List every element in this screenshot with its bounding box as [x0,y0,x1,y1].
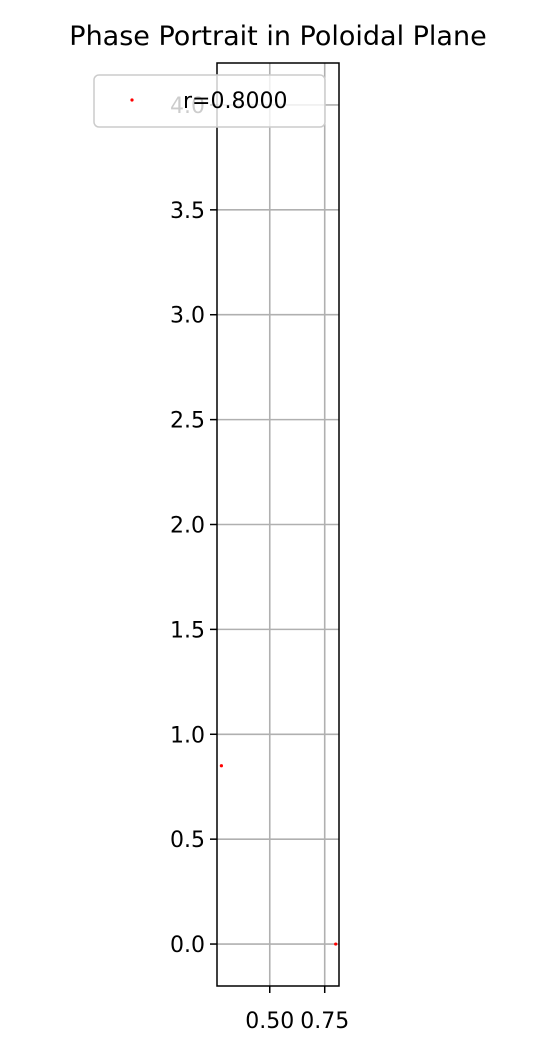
y-tick-label: 2.5 [170,409,205,434]
scatter-point [219,764,223,768]
y-tick-label: 0.5 [170,828,205,853]
legend-label: r=0.8000 [183,89,287,114]
legend-marker [130,98,134,102]
y-tick-label: 2.0 [170,514,205,539]
y-tick-label: 1.5 [170,618,205,643]
chart-title: Phase Portrait in Poloidal Plane [69,21,486,52]
grid-lines [217,63,339,986]
scatter-point [334,942,338,946]
y-tick-label: 0.0 [170,933,205,958]
axis-ticks: 0.00.51.01.52.02.53.03.54.00.500.75 [170,94,349,1034]
y-tick-label: 1.0 [170,723,205,748]
data-points [219,764,338,946]
legend: r=0.8000 [93,74,326,128]
y-tick-label: 3.5 [170,199,205,224]
y-tick-label: 3.0 [170,304,205,329]
x-tick-label: 0.75 [300,1009,349,1034]
x-tick-label: 0.50 [245,1009,294,1034]
legend-box [93,74,326,128]
